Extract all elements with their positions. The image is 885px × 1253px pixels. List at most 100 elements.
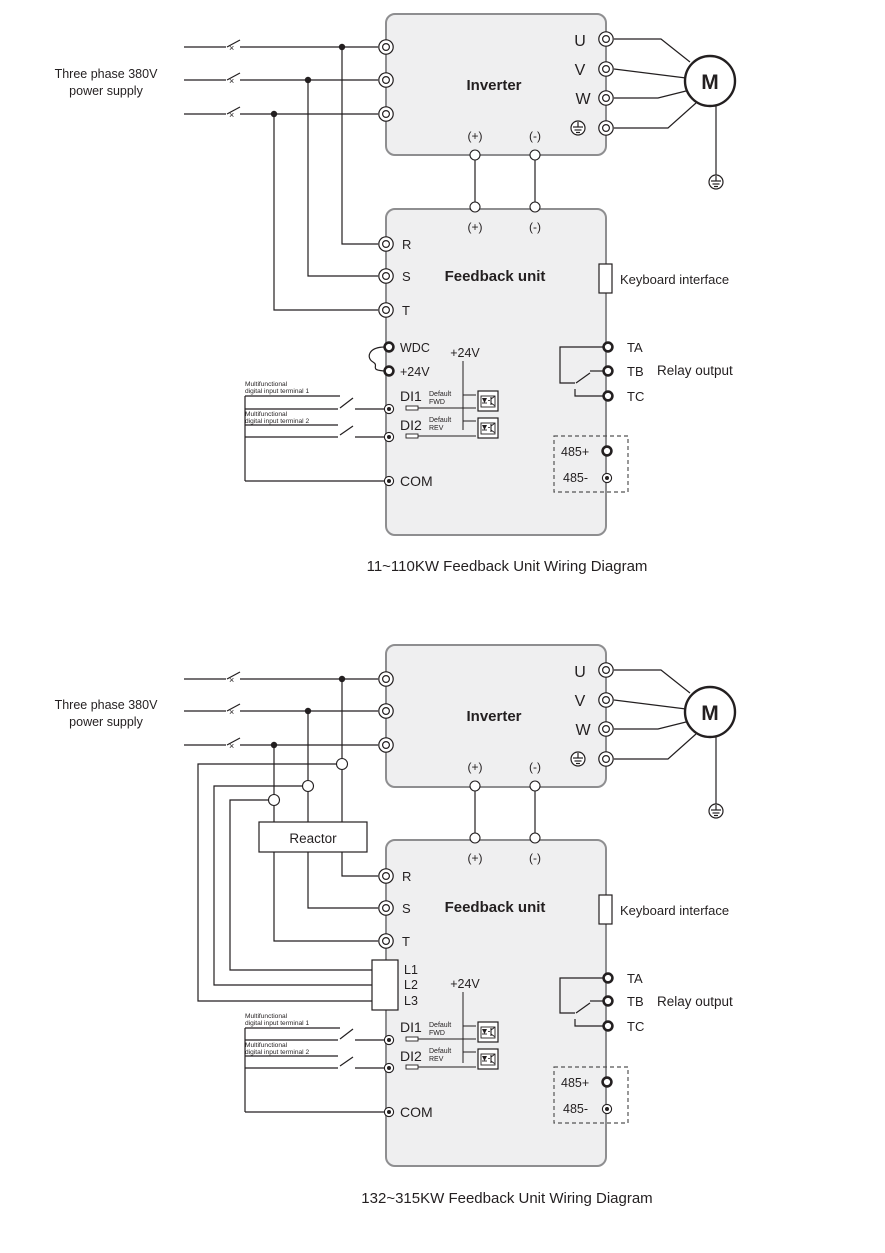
di1-default-line2: FWD [429,399,445,406]
power-supply-label-line2: power supply [69,84,143,98]
di2-label: DI2 [400,1048,422,1064]
rs485-plus-terminal [601,445,613,457]
optocoupler-icon [477,390,499,412]
input-s-label: S [402,901,411,916]
plus24v-left-label: +24V [400,365,430,379]
power-supply-lines: × × × [184,671,378,1002]
dc-bus-wiring [469,149,541,213]
inverter-input-terminal [378,72,394,88]
relay-output-label: Relay output [657,994,733,1009]
output-u-label: U [574,33,586,50]
input-r-label: R [402,237,411,252]
output-w-label: W [575,91,591,108]
wdc-label: WDC [400,341,430,355]
inverter-input-terminal [378,39,394,55]
inverter-input-terminal [378,106,394,122]
motor-icon [683,685,737,739]
keyboard-interface-label: Keyboard interface [620,272,729,287]
power-supply-label-line1: Three phase 380V [55,698,159,712]
inverter-plus-label: (+) [468,129,483,143]
output-terminal-u [598,662,614,678]
relay-tc-label: TC [627,1019,644,1034]
optocoupler-icon [477,1021,499,1043]
keyboard-interface-port [598,263,613,294]
di1-default-line1: Default [429,391,451,398]
input-terminal-s [378,900,394,916]
rs485-minus-label: 485- [563,471,588,485]
inverter-input-terminal [378,671,394,687]
keyboard-interface-label: Keyboard interface [620,903,729,918]
svg-text:×: × [229,43,234,53]
output-terminal-pe [598,120,614,136]
output-w-label: W [575,722,591,739]
motor-icon [683,54,737,108]
power-supply-label-line1: Three phase 380V [55,67,159,81]
ground-icon [570,751,586,767]
svg-text:×: × [229,741,234,751]
input-terminal-r [378,236,394,252]
di-wiring [244,394,476,487]
feedback-unit-title: Feedback unit [445,899,546,916]
di1-desc-line1: Multifunctional [245,381,288,388]
relay-output-label: Relay output [657,363,733,378]
output-terminal-v [598,692,614,708]
power-supply-lines: × × × [184,39,378,311]
feedback-plus-label: (+) [468,220,483,234]
l3-label: L3 [404,994,418,1008]
di2-default-line2: REV [429,425,444,432]
relay-tb-label: TB [627,994,644,1009]
di-wiring [244,1025,476,1118]
motor-label: M [701,71,719,94]
optocoupler-icon [477,417,499,439]
inverter-minus-label: (-) [529,760,541,774]
di1-default-line2: FWD [429,1030,445,1037]
di2-default-line1: Default [429,417,451,424]
svg-text:×: × [229,110,234,120]
input-terminal-s [378,268,394,284]
relay-contacts [559,341,614,402]
input-terminal-t [378,302,394,318]
output-terminal-w [598,721,614,737]
diagram-caption: 132~315KW Feedback Unit Wiring Diagram [361,1190,652,1207]
dc-bus-wiring [469,780,541,844]
feedback-unit-title: Feedback unit [445,268,546,285]
motor-wiring [613,669,717,805]
rs485-plus-label: 485+ [561,445,589,459]
rs485-block [553,435,629,493]
power-supply-label-line2: power supply [69,715,143,729]
rs485-block [553,1066,629,1124]
output-terminal-pe [598,751,614,767]
di2-desc-line1: Multifunctional [245,411,288,418]
relay-ta-label: TA [627,971,643,986]
motor-label: M [701,702,719,725]
rs485-plus-label: 485+ [561,1076,589,1090]
di1-desc-line2: digital input terminal 1 [245,1020,309,1027]
inverter-plus-label: (+) [468,760,483,774]
di2-desc-line1: Multifunctional [245,1042,288,1049]
diagram-2: × × × [55,644,737,1207]
output-v-label: V [575,693,586,710]
l-terminal-block [371,959,399,1011]
di1-desc-line1: Multifunctional [245,1013,288,1020]
feedback-minus-label: (-) [529,851,541,865]
motor-wiring [613,38,717,176]
relay-ta-label: TA [627,340,643,355]
inverter-title: Inverter [466,708,521,725]
input-r-label: R [402,869,411,884]
relay-tc-label: TC [627,389,644,404]
svg-text:×: × [229,707,234,717]
output-terminal-v [598,61,614,77]
keyboard-interface-port [598,894,613,925]
rs485-plus-terminal [601,1076,613,1088]
di2-default-line2: REV [429,1056,444,1063]
di1-desc-line2: digital input terminal 1 [245,388,309,395]
di1-label: DI1 [400,1019,422,1035]
svg-text:×: × [229,76,234,86]
diagram-caption: 11~110KW Feedback Unit Wiring Diagram [367,558,648,575]
output-u-label: U [574,664,586,681]
input-t-label: T [402,934,410,949]
di2-label: DI2 [400,417,422,433]
com-label: COM [400,473,433,489]
di1-default-line1: Default [429,1022,451,1029]
